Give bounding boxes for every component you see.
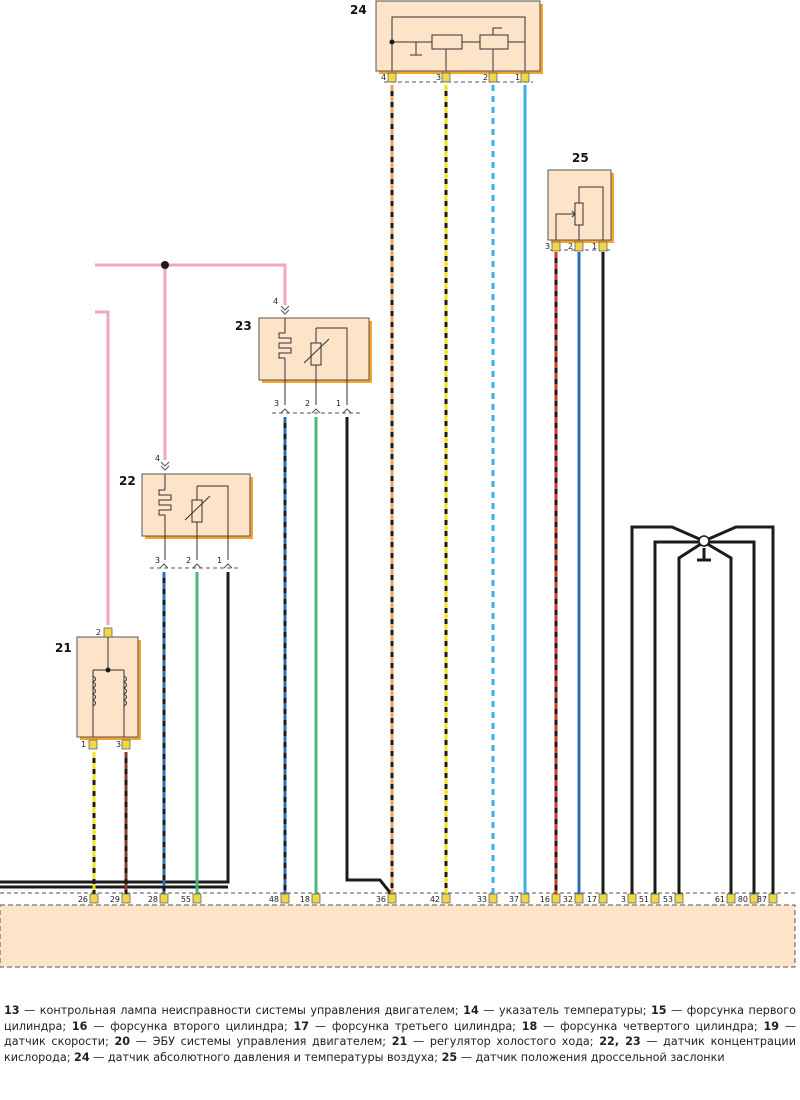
figure-caption: 13 — контрольная лампа неисправности сис… <box>4 1003 796 1065</box>
caption-text: — датчик концентрации кислорода; <box>4 1035 796 1064</box>
component-25 <box>547 169 614 252</box>
ecu-pin-connector <box>627 893 637 904</box>
label-25: 25 <box>572 151 589 165</box>
ecu-pin-label: 17 <box>587 895 597 904</box>
ecu-box <box>0 904 796 968</box>
ecu-pin-label: 28 <box>148 895 158 904</box>
ecu-pin-connector <box>488 893 498 904</box>
ecu-pin-label: 80 <box>738 895 748 904</box>
ecu-pin-connector <box>121 893 131 904</box>
pin-24-2: 2 <box>483 73 488 82</box>
ecu-pin-connector <box>768 893 778 904</box>
caption-text: — форсунка четвертого цилиндра; <box>537 1019 764 1033</box>
pin-24-1: 1 <box>515 73 520 82</box>
label-24: 24 <box>350 3 367 17</box>
caption-text: — ЭБУ системы управления двигателем; <box>130 1035 392 1048</box>
ecu-pin-label: 48 <box>269 895 279 904</box>
pin-25-2: 2 <box>568 242 573 251</box>
caption-number: 19 <box>763 1019 780 1033</box>
component-22 <box>141 461 253 569</box>
ecu-pin-connector <box>749 893 759 904</box>
caption-text: — датчик абсолютного давления и температ… <box>89 1050 442 1064</box>
caption-text: — датчик скорости; <box>4 1019 796 1049</box>
ecu-pin-label: 29 <box>110 895 120 904</box>
caption-text: — контрольная лампа неисправности систем… <box>19 1004 464 1017</box>
pin-22-3: 3 <box>155 556 160 565</box>
black-wires <box>0 252 775 896</box>
label-21: 21 <box>55 641 72 655</box>
caption-number: 22, 23 <box>599 1035 641 1048</box>
pin-24-3: 3 <box>436 73 441 82</box>
ecu-pin-label: 61 <box>715 895 725 904</box>
ecu-pin-connector <box>726 893 736 904</box>
ecu-pin-connector <box>520 893 530 904</box>
ecu-pin-connector <box>441 893 451 904</box>
caption-number: 20 <box>114 1035 131 1048</box>
caption-number: 17 <box>293 1019 310 1033</box>
ecu-pin-label: 33 <box>477 895 487 904</box>
caption-text: — форсунка первого цилиндра; <box>4 1004 796 1033</box>
pin-21-2: 2 <box>96 628 101 637</box>
signal-wires <box>92 85 581 895</box>
pin-22-1: 1 <box>217 556 222 565</box>
pin-22-2: 2 <box>186 556 191 565</box>
ecu-pin-connector <box>89 893 99 904</box>
ecu-pin-label: 3 <box>621 895 626 904</box>
caption-text: — указатель температуры; <box>478 1004 652 1017</box>
caption-text: — регулятор холостого хода; <box>407 1035 600 1048</box>
component-24 <box>375 0 543 83</box>
component-21 <box>76 627 141 750</box>
ecu-pin-connector <box>650 893 660 904</box>
ecu-pin-connector <box>387 893 397 904</box>
ecu-pin-connector <box>192 893 202 904</box>
ecu-pin-connector <box>159 893 169 904</box>
ecu-pin-label: 16 <box>540 895 550 904</box>
ecu-pin-connector <box>598 893 608 904</box>
ecu-pin-label: 87 <box>757 895 767 904</box>
ecu-pin-label: 18 <box>300 895 310 904</box>
ground-point-circle <box>698 535 710 547</box>
caption-text: — форсунка третьего цилиндра; <box>309 1019 522 1033</box>
pin-23-3: 3 <box>274 399 279 408</box>
pin-23-1: 1 <box>336 399 341 408</box>
ecu-pin-connector <box>280 893 290 904</box>
ecu-pin-label: 32 <box>563 895 573 904</box>
pin-23-4: 4 <box>273 297 278 306</box>
pin-21-1: 1 <box>81 740 86 749</box>
ecu-pin-connector <box>311 893 321 904</box>
caption-number: 16 <box>71 1019 88 1033</box>
caption-number: 24 <box>74 1050 90 1064</box>
pin-24-4: 4 <box>381 73 386 82</box>
wiring-diagram: 21 2 1 3 22 4 3 2 1 <box>0 0 796 968</box>
ecu-pin-connector <box>674 893 684 904</box>
ecu-pin-label: 37 <box>509 895 519 904</box>
ecu-pin-label: 36 <box>376 895 386 904</box>
label-23: 23 <box>235 319 252 333</box>
caption-text: — датчик положения дроссельной заслонки <box>457 1050 725 1064</box>
ecu-pin-row: 26 29 28 55 48 18 36 42 33 37 16 32 17 3 51 53 61 80 87 <box>78 893 778 904</box>
ecu-pin-label: 26 <box>78 895 88 904</box>
caption-number: 18 <box>521 1019 538 1033</box>
caption-number: 25 <box>441 1050 458 1064</box>
ecu-pin-connector <box>551 893 561 904</box>
ecu-pin-label: 51 <box>639 895 649 904</box>
pin-25-3: 3 <box>545 242 550 251</box>
caption-number: 14 <box>463 1004 479 1017</box>
label-22: 22 <box>119 474 136 488</box>
pin-23-2: 2 <box>305 399 310 408</box>
caption-number: 15 <box>651 1004 667 1017</box>
pin-21-3: 3 <box>116 740 121 749</box>
caption-text: — форсунка второго цилиндра; <box>87 1019 294 1033</box>
caption-number: 21 <box>391 1035 408 1048</box>
pink-junction-dot <box>161 261 169 269</box>
pin-25-1: 1 <box>592 242 597 251</box>
component-23 <box>258 305 372 414</box>
caption-number: 13 <box>4 1004 20 1017</box>
ecu-pin-label: 42 <box>430 895 440 904</box>
ecu-pin-label: 55 <box>181 895 191 904</box>
ecu-pin-label: 53 <box>663 895 673 904</box>
pink-power-wires <box>95 263 287 625</box>
ecu-pin-connector <box>574 893 584 904</box>
pin-22-4: 4 <box>155 454 160 463</box>
